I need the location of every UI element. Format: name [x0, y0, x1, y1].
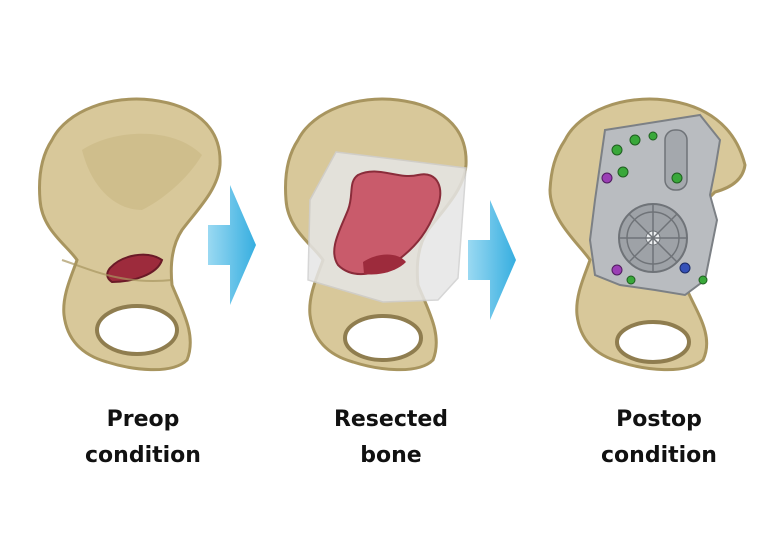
caption-resected-line2: bone: [360, 443, 422, 468]
screw-icon: [601, 172, 613, 184]
bone-shading: [82, 133, 202, 210]
screw-icon: [679, 262, 691, 274]
bone-crease: [61, 259, 173, 282]
caption-preop-line1: Preop: [106, 407, 180, 432]
lesion-region: [363, 254, 406, 275]
screw-icon: [617, 166, 629, 178]
pelvis-bone-icon: [284, 97, 468, 372]
caption-preop: Preop condition: [33, 402, 253, 474]
screw-icon: [648, 131, 658, 141]
caption-resected: Resected bone: [281, 402, 501, 474]
resected-pelvis-image: [268, 70, 488, 380]
caption-postop-line1: Postop: [616, 407, 702, 432]
postop-pelvis-image: [535, 70, 755, 380]
screw-icon: [671, 172, 683, 184]
right-arrow-icon: [208, 185, 256, 305]
right-arrow-icon: [468, 200, 516, 320]
obturator-foramen: [615, 320, 691, 364]
screw-icon: [611, 264, 623, 276]
cup-rib: [628, 213, 678, 263]
caption-resected-line1: Resected: [333, 407, 449, 432]
obturator-foramen: [95, 304, 179, 356]
caption-preop-line2: condition: [85, 443, 201, 468]
screw-icon: [629, 134, 641, 146]
obturator-foramen: [343, 314, 423, 362]
pelvis-bone-icon: [548, 97, 747, 372]
caption-postop: Postop condition: [549, 402, 760, 474]
preop-pelvis-image: [22, 70, 242, 380]
screw-icon: [611, 144, 623, 156]
screw-icon: [626, 275, 636, 285]
caption-postop-line2: condition: [601, 443, 717, 468]
pelvis-bone-icon: [38, 97, 222, 372]
screw-icon: [698, 275, 708, 285]
